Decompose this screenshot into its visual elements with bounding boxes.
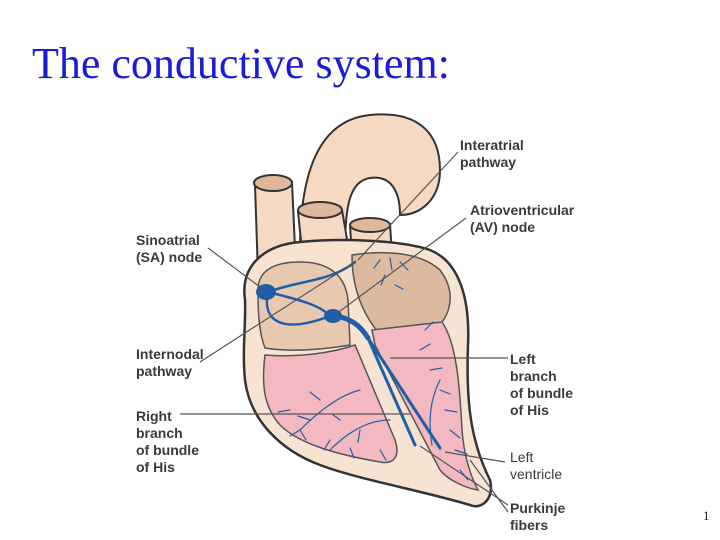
label-interatrial-pathway: Interatrial pathway	[460, 137, 524, 170]
label-purkinje-fibers: Purkinje fibers	[510, 500, 566, 533]
label-sa-node: Sinoatrial (SA) node	[136, 232, 203, 265]
internodal-pathway	[265, 290, 332, 326]
page-title: The conductive system:	[32, 39, 450, 88]
left-bundle-branch	[366, 336, 442, 450]
label-av-node: Atrioventricular (AV) node	[470, 202, 575, 235]
conduction-system	[265, 257, 469, 481]
purkinje-fibers	[277, 257, 469, 481]
label-left-branch: Left branch of bundle of His	[510, 351, 573, 418]
label-right-branch: Right branch of bundle of His	[136, 408, 199, 475]
vena-cava-opening	[253, 174, 293, 192]
label-internodal-pathway: Internodal pathway	[136, 346, 204, 379]
label-left-ventricle: Left ventricle	[510, 449, 563, 482]
page-number: 1	[703, 508, 710, 523]
pulmonary-opening	[297, 201, 343, 219]
right-bundle-branch	[366, 336, 417, 447]
leader-lines	[180, 151, 509, 513]
pulmonary-opening-2	[349, 217, 391, 233]
left-atrium	[351, 251, 451, 333]
right-atrium	[257, 261, 351, 351]
